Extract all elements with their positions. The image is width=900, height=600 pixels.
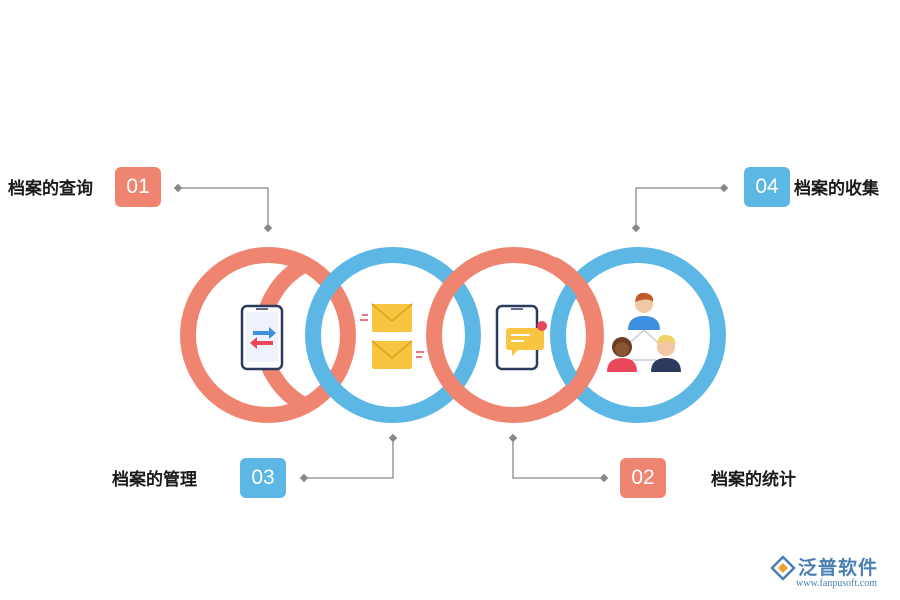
logo-mark-icon [770, 555, 796, 581]
mail-envelopes-icon [360, 303, 424, 369]
item-04-label: 档案的收集 [794, 179, 879, 199]
item-01-badge: 01 [115, 167, 161, 207]
logo-name: 泛普软件 [798, 557, 879, 579]
item-04-badge: 04 [744, 167, 790, 207]
item-01-label: 档案的查询 [8, 179, 93, 199]
connector-03 [304, 438, 394, 479]
connector-04 [635, 187, 724, 228]
item-03-badge: 03 [240, 458, 286, 498]
ring-1 [180, 247, 356, 423]
connector-01 [178, 187, 269, 228]
ring-2 [305, 247, 481, 423]
item-02-badge: 02 [620, 458, 666, 498]
item-03-label: 档案的管理 [112, 470, 197, 490]
ring-4 [550, 247, 726, 423]
item-02-label: 档案的统计 [711, 470, 796, 490]
brand-logo: 泛普软件 www.fanpusoft.com [770, 553, 895, 597]
connector-02 [512, 438, 604, 479]
logo-url: www.fanpusoft.com [796, 578, 878, 589]
people-network-icon [607, 292, 681, 372]
phone-transfer-icon [240, 304, 284, 371]
phone-message-icon [495, 304, 547, 371]
